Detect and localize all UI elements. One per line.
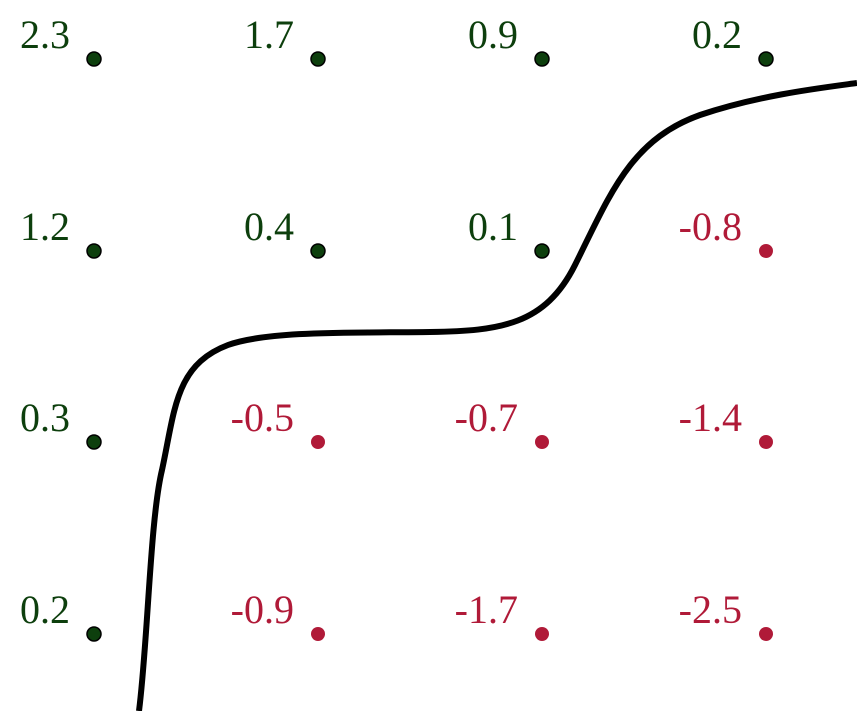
point-value-label: -1.7 [455, 587, 518, 632]
decision-boundary-curve [136, 80, 857, 711]
positive-point-dot [86, 243, 102, 259]
grid-point: 1.2 [20, 204, 102, 259]
negative-point-dot [759, 435, 773, 449]
point-value-label: 0.9 [468, 12, 518, 57]
grid-point: -0.9 [231, 587, 325, 641]
positive-point-dot [758, 51, 774, 67]
point-value-label: -0.8 [679, 204, 742, 249]
grid-point: 0.9 [468, 12, 550, 67]
point-value-label: 1.2 [20, 204, 70, 249]
grid-point: 2.3 [20, 12, 102, 67]
positive-point-dot [86, 626, 102, 642]
negative-point-dot [759, 627, 773, 641]
positive-point-dot [534, 243, 550, 259]
grid-point: -0.5 [231, 395, 325, 449]
grid-point: 1.7 [244, 12, 326, 67]
grid-point: 0.3 [20, 395, 102, 450]
point-value-label: 0.4 [244, 204, 294, 249]
positive-point-dot [310, 243, 326, 259]
point-value-label: -0.5 [231, 395, 294, 440]
grid-point: 0.1 [468, 204, 550, 259]
grid-point: -2.5 [679, 587, 773, 641]
point-value-label: 0.2 [20, 587, 70, 632]
point-value-label: 2.3 [20, 12, 70, 57]
negative-point-dot [759, 244, 773, 258]
negative-point-dot [535, 627, 549, 641]
point-value-label: -0.7 [455, 395, 518, 440]
negative-point-dot [311, 627, 325, 641]
point-value-label: -1.4 [679, 395, 742, 440]
point-value-label: 1.7 [244, 12, 294, 57]
positive-point-dot [534, 51, 550, 67]
point-value-label: -0.9 [231, 587, 294, 632]
grid-point: -0.7 [455, 395, 549, 449]
negative-point-dot [311, 435, 325, 449]
point-value-label: -2.5 [679, 587, 742, 632]
grid-point: -1.7 [455, 587, 549, 641]
positive-point-dot [310, 51, 326, 67]
grid-point: 0.2 [20, 587, 102, 642]
positive-point-dot [86, 434, 102, 450]
grid-point: -0.8 [679, 204, 773, 258]
grid-point: 0.4 [244, 204, 326, 259]
point-value-label: 0.2 [692, 12, 742, 57]
positive-point-dot [86, 51, 102, 67]
grid-points: 2.3 1.7 0.9 0.2 1.2 0.4 0.1 -0.8 0.3 -0.5 -0.7 -1.4… [20, 12, 774, 642]
grid-point: 0.2 [692, 12, 774, 67]
grid-point: -1.4 [679, 395, 773, 449]
point-value-label: 0.1 [468, 204, 518, 249]
point-value-label: 0.3 [20, 395, 70, 440]
negative-point-dot [535, 435, 549, 449]
